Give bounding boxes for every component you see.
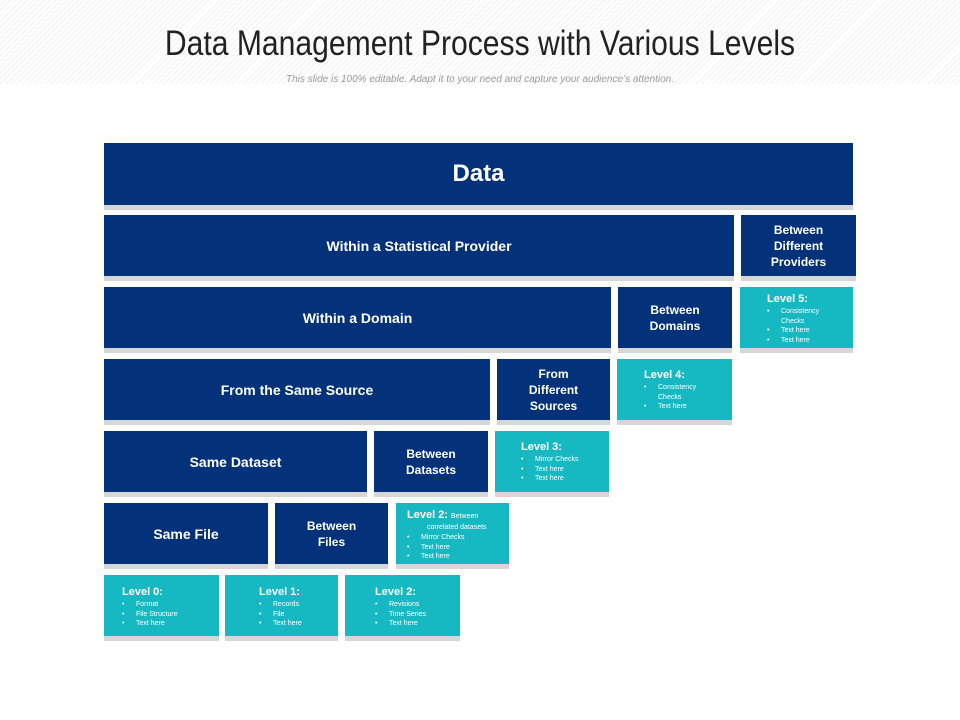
statistical-provider-box: Within a Statistical Provider — [104, 215, 734, 276]
different-sources-label: From Different Sources — [528, 366, 579, 413]
level5-item: Consistency Checks — [767, 307, 827, 326]
level3-item: Text here — [521, 465, 601, 475]
level4-item: Consistency Checks — [644, 383, 706, 402]
level2-lower-item: Text here — [375, 619, 452, 629]
data-box: Data — [104, 143, 853, 205]
same-source-box: From the Same Source — [104, 359, 490, 420]
level0-box: Level 0: Format File Structure Text here — [104, 575, 219, 636]
between-providers-label: Between Different Providers — [770, 222, 827, 269]
level2-lower-item: Time Series — [375, 610, 452, 620]
level0-item: Format — [122, 600, 211, 610]
level4-box: Level 4: Consistency Checks Text here — [617, 359, 732, 420]
level1-item: Records — [259, 600, 330, 610]
level2-upper-item: Mirror Checks — [407, 533, 501, 543]
level2-upper-item: Text here — [407, 552, 501, 562]
level0-item: File Structure — [122, 610, 211, 620]
level2-upper-box: Level 2: Between correlated datasets Mir… — [396, 503, 509, 564]
level5-item: Text here — [767, 326, 845, 336]
level5-list: Consistency Checks Text here Text here — [767, 307, 845, 345]
same-dataset-label: Same Dataset — [189, 453, 282, 470]
level5-item: Text here — [767, 336, 845, 346]
within-domain-label: Within a Domain — [302, 309, 413, 326]
between-datasets-label: Between Datasets — [405, 446, 457, 477]
level2-upper-note-line: correlated datasets — [427, 524, 487, 531]
level2-upper-title-text: Level 2: — [407, 509, 448, 521]
level1-list: Records File Text here — [259, 600, 330, 629]
level1-item: Text here — [259, 619, 330, 629]
data-label: Data — [452, 160, 505, 187]
level4-list: Consistency Checks Text here — [644, 383, 724, 412]
level4-item: Text here — [644, 402, 724, 412]
level2-upper-note: Between — [451, 513, 479, 520]
level3-box: Level 3: Mirror Checks Text here Text he… — [495, 431, 609, 492]
level2-lower-list: Revisions Time Series Text here — [375, 600, 452, 629]
same-file-box: Same File — [104, 503, 268, 564]
level0-item: Text here — [122, 619, 211, 629]
level2-upper-title: Level 2: Between — [407, 509, 501, 523]
level3-list: Mirror Checks Text here Text here — [521, 455, 601, 484]
between-datasets-box: Between Datasets — [374, 431, 488, 492]
level5-title: Level 5: — [767, 293, 808, 305]
same-file-label: Same File — [153, 525, 219, 542]
between-domains-box: Between Domains — [618, 287, 732, 348]
level2-upper-item: Text here — [407, 543, 501, 553]
level0-title: Level 0: — [122, 586, 163, 598]
between-providers-box: Between Different Providers — [741, 215, 856, 276]
level3-item: Text here — [521, 474, 601, 484]
level5-box: Level 5: Consistency Checks Text here Te… — [740, 287, 853, 348]
level2-lower-title: Level 2: — [375, 586, 416, 598]
same-dataset-box: Same Dataset — [104, 431, 367, 492]
level3-item: Mirror Checks — [521, 455, 601, 465]
level2-lower-item: Revisions — [375, 600, 452, 610]
level1-item: File — [259, 610, 330, 620]
between-files-label: Between Files — [306, 518, 357, 549]
level0-list: Format File Structure Text here — [122, 600, 211, 629]
between-domains-label: Between Domains — [649, 302, 701, 333]
statistical-provider-label: Within a Statistical Provider — [326, 237, 512, 254]
same-source-label: From the Same Source — [220, 381, 374, 398]
page-title: Data Management Process with Various Lev… — [164, 24, 796, 63]
level2-lower-box: Level 2: Revisions Time Series Text here — [345, 575, 460, 636]
different-sources-box: From Different Sources — [497, 359, 610, 420]
level1-box: Level 1: Records File Text here — [225, 575, 338, 636]
within-domain-box: Within a Domain — [104, 287, 611, 348]
between-files-box: Between Files — [275, 503, 388, 564]
level2-upper-list: Mirror Checks Text here Text here — [407, 533, 501, 562]
level3-title: Level 3: — [521, 441, 562, 453]
level4-title: Level 4: — [644, 369, 685, 381]
header-band — [0, 0, 960, 84]
page-subtitle: This slide is 100% editable. Adapt it to… — [285, 74, 675, 85]
level1-title: Level 1: — [259, 586, 300, 598]
